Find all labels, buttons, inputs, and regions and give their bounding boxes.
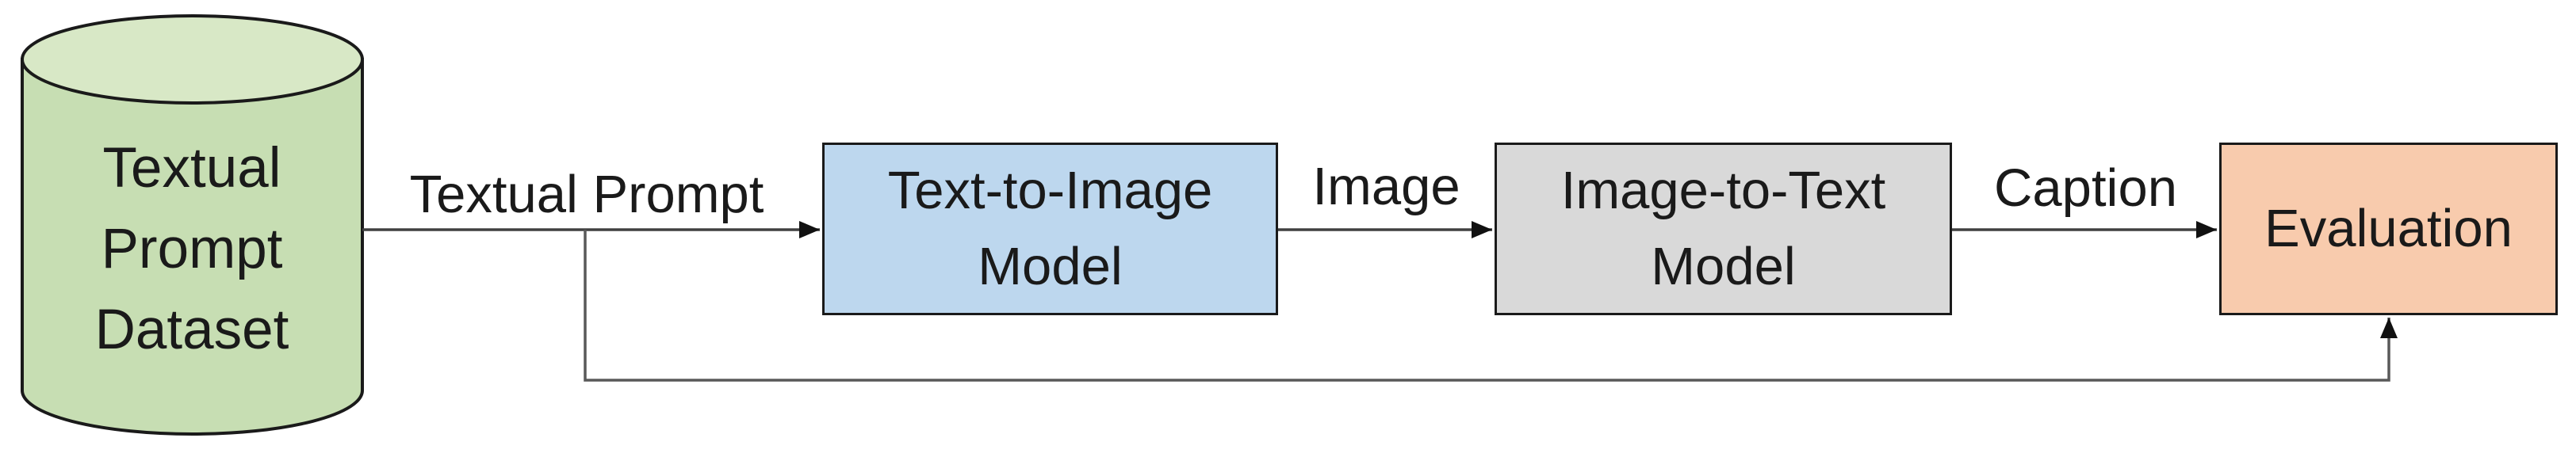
text-to-image-node: Text-to-Image Model bbox=[822, 143, 1278, 315]
edge-label-image: Image bbox=[1312, 157, 1460, 216]
dataset-cylinder-top bbox=[21, 14, 364, 105]
evaluation-node: Evaluation bbox=[2219, 143, 2558, 315]
edge-label-caption: Caption bbox=[1994, 158, 2177, 218]
dataset-cylinder bbox=[21, 14, 364, 436]
dataset-cylinder-body bbox=[21, 58, 364, 436]
evaluation-node-label: Evaluation bbox=[2264, 199, 2513, 258]
arrow-prompt-bypass bbox=[584, 230, 2398, 382]
dataset-node-label: Textual Prompt Dataset bbox=[94, 137, 289, 361]
image-to-text-node: Image-to-Text Model bbox=[1495, 143, 1952, 315]
text-to-image-node-label: Text-to-Image Model bbox=[887, 161, 1213, 296]
image-to-text-node-label: Image-to-Text Model bbox=[1560, 161, 1886, 296]
edge-label-textual-prompt: Textual Prompt bbox=[409, 165, 764, 224]
